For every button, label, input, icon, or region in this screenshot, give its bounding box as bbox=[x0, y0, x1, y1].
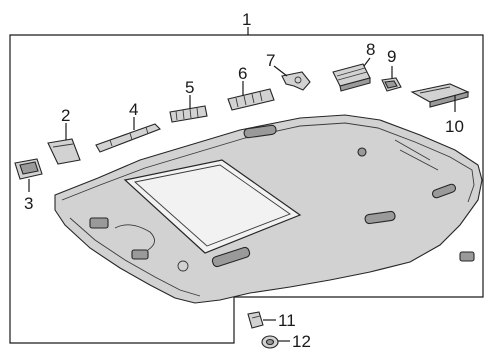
part-2-pad bbox=[47, 138, 81, 165]
callout-7: 7 bbox=[266, 51, 275, 70]
part-11-clip bbox=[247, 311, 264, 329]
callout-12: 12 bbox=[292, 332, 311, 351]
headliner-panel bbox=[54, 114, 483, 304]
part-8-module bbox=[332, 63, 371, 92]
part-5-clip bbox=[169, 105, 208, 123]
leader-line-7 bbox=[273, 65, 288, 77]
callout-9: 9 bbox=[387, 47, 396, 66]
part-10-console bbox=[410, 83, 470, 108]
callout-6: 6 bbox=[238, 64, 247, 83]
callout-10: 10 bbox=[445, 117, 464, 136]
callout-1: 1 bbox=[242, 10, 251, 29]
callout-5: 5 bbox=[185, 78, 194, 97]
part-9-cap bbox=[381, 77, 402, 92]
part-7-hook bbox=[281, 71, 311, 91]
callout-11: 11 bbox=[278, 311, 296, 330]
leader-line-8 bbox=[363, 57, 371, 67]
part-4-bracket bbox=[95, 123, 161, 153]
sunroof-opening bbox=[123, 159, 302, 254]
part-3-lamp bbox=[14, 158, 43, 180]
callout-3: 3 bbox=[24, 194, 33, 213]
callout-2: 2 bbox=[61, 106, 70, 125]
part-6-clip bbox=[227, 88, 275, 111]
callout-8: 8 bbox=[366, 40, 375, 59]
part-12-grommet bbox=[261, 335, 279, 349]
callout-4: 4 bbox=[129, 100, 138, 119]
